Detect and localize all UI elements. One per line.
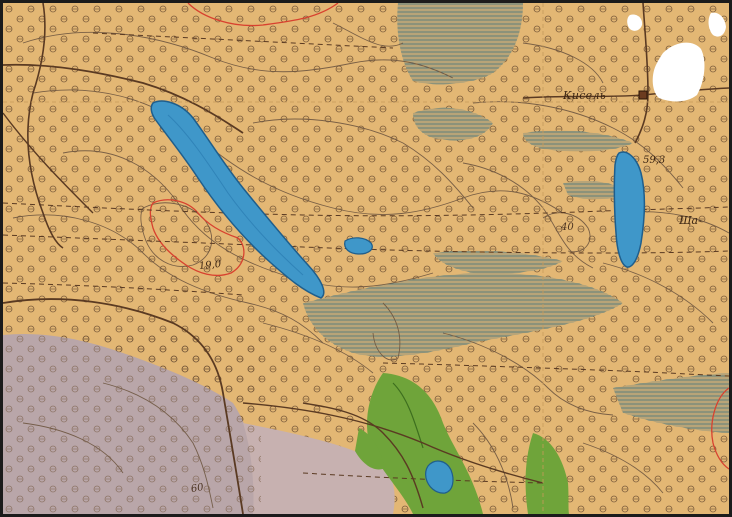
map-canvas[interactable] [3,3,729,514]
east-lake [613,151,646,268]
partial-place-label: Ща- [679,214,702,227]
red-contours [149,3,729,470]
elevation-label-593: 59,3 [643,155,666,166]
long-lake [150,100,325,299]
white-patches [627,12,726,102]
contour-lines [12,22,729,509]
lakes [150,100,646,494]
small-lake [344,237,373,255]
grid-lines [3,3,729,514]
south-lake [425,460,454,494]
gray-zone [3,333,395,514]
contour-label-40: 40 [561,222,574,233]
dashed-tracks [3,32,729,484]
settlement-marker [638,90,648,100]
town-label: Кисель [563,89,607,102]
